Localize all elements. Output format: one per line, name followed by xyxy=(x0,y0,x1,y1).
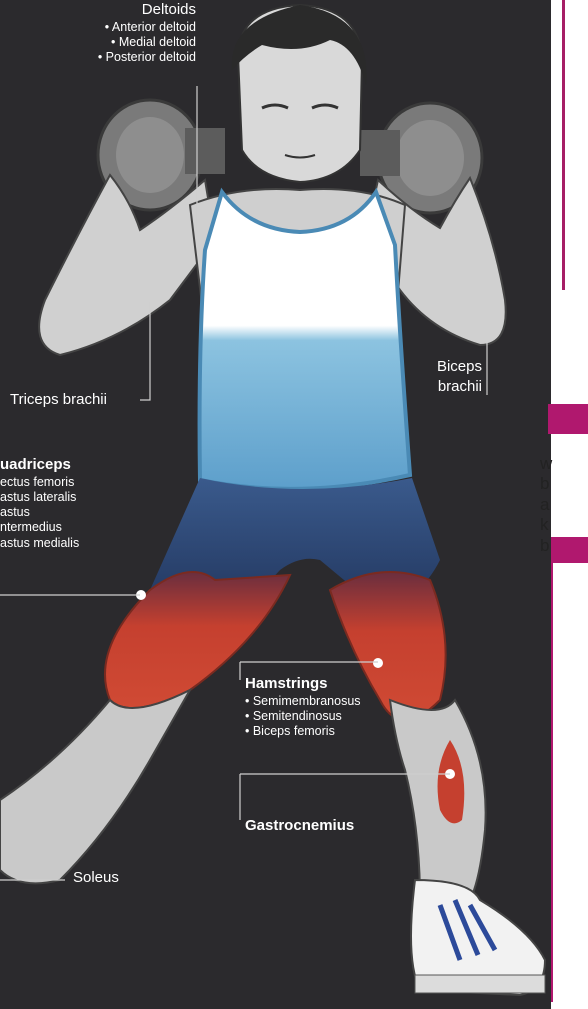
tank-top xyxy=(200,192,410,489)
quadriceps-item: astus xyxy=(0,505,150,520)
hamstrings-marker xyxy=(373,658,383,668)
gastrocnemius-label: Gastrocnemius xyxy=(245,816,395,836)
left-arm xyxy=(39,175,215,355)
deltoids-title: Deltoids xyxy=(142,1,196,18)
side-panel-box xyxy=(551,537,588,1002)
side-panel-heading-bar xyxy=(548,404,588,434)
hamstrings-item: • Biceps femoris xyxy=(245,724,395,739)
quadriceps-item: ectus femoris xyxy=(0,475,150,490)
biceps-label: Biceps brachii xyxy=(420,357,482,396)
quadriceps-item: ntermedius xyxy=(0,520,150,535)
sneaker xyxy=(411,880,545,995)
deltoids-item: • Medial deltoid xyxy=(96,35,196,50)
quadriceps-item: astus medialis xyxy=(0,536,150,551)
hamstrings-item: • Semitendinosus xyxy=(245,709,395,724)
hamstrings-label: Hamstrings • Semimembranosus • Semitendi… xyxy=(245,674,395,739)
side-panel-rule xyxy=(562,0,565,290)
hamstrings-item: • Semimembranosus xyxy=(245,694,395,709)
deltoids-item: • Posterior deltoid xyxy=(96,50,196,65)
right-lower-leg xyxy=(390,700,486,900)
deltoids-label: Deltoids • Anterior deltoid • Medial del… xyxy=(96,0,196,65)
deltoids-item: • Anterior deltoid xyxy=(96,20,196,35)
quadriceps-label: uadriceps ectus femoris astus lateralis … xyxy=(0,455,150,551)
triceps-label: Triceps brachii xyxy=(10,390,150,410)
quadriceps-title: uadriceps xyxy=(0,456,71,473)
quadriceps-item: astus lateralis xyxy=(0,490,150,505)
soleus-label: Soleus xyxy=(73,868,153,888)
side-panel-box-header xyxy=(551,537,588,563)
left-lower-leg xyxy=(0,690,190,883)
hamstrings-title: Hamstrings xyxy=(245,675,328,692)
head xyxy=(232,5,367,182)
